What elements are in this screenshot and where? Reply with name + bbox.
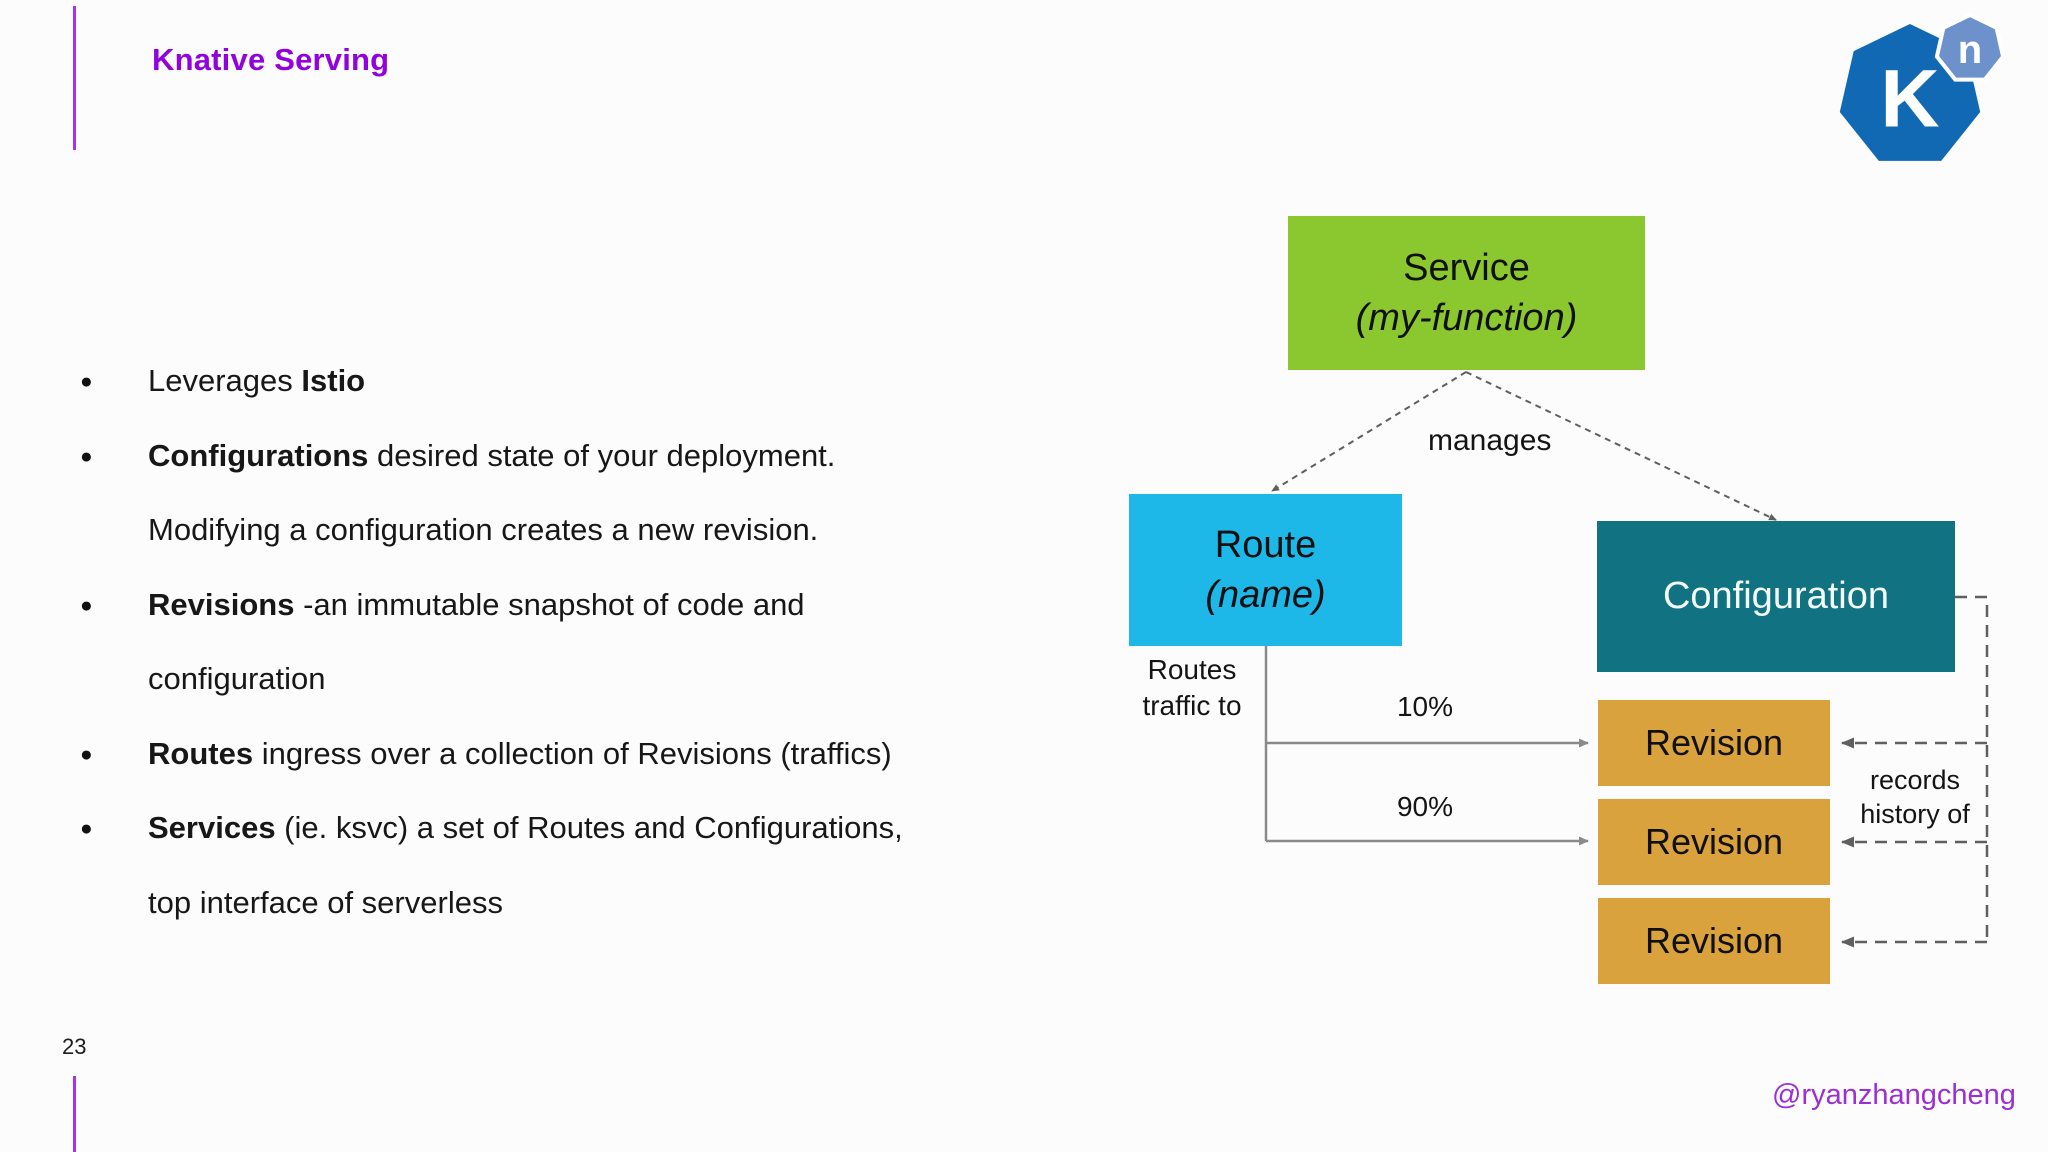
routes-traffic-line1: Routes (1147, 654, 1237, 685)
revision-node-1: Revision (1598, 700, 1830, 786)
knative-logo: K n (1839, 12, 2006, 161)
bullet-routes: Routes ingress over a collection of Revi… (78, 717, 1228, 791)
bullet-text: configuration (148, 661, 326, 696)
manages-label: manages (1428, 424, 1552, 457)
bullet-text: -an immutable snapshot of code and (294, 586, 805, 622)
traffic-90-label: 90% (1396, 791, 1454, 822)
records-history-line2: history of (1860, 799, 1970, 829)
route-node: Route (name) (1129, 494, 1402, 646)
bullet-configurations: Configurations desired state of your dep… (78, 419, 1228, 568)
bullet-revisions: Revisions -an immutable snapshot of code… (78, 568, 1228, 717)
route-node-subtitle: (name) (1205, 574, 1326, 616)
revision-node-3: Revision (1598, 898, 1830, 984)
bullet-text: Leverages (148, 363, 302, 398)
logo-heptagon-small (1934, 12, 2006, 82)
records-history-line1: records (1869, 765, 1961, 795)
bullet-list: Leverages Istio Configurations desired s… (78, 344, 1228, 940)
bullet-text: (ie. ksvc) a set of Routes and Configura… (275, 810, 903, 845)
revision-node-2: Revision (1598, 799, 1830, 885)
bullet-text: desired state of your deployment. (368, 437, 836, 473)
bullet-keyword: Revisions (148, 586, 295, 622)
service-node: Service (my-function) (1288, 216, 1645, 370)
bullet-keyword: Services (148, 810, 276, 845)
bullet-text: top interface of serverless (148, 884, 503, 920)
records-history-label: records history of (1845, 763, 1985, 831)
accent-line-top (73, 6, 76, 150)
slide-title: Knative Serving (152, 42, 390, 77)
bullet-text: ingress over a collection of Revisions (… (253, 735, 892, 771)
routes-traffic-label: Routes traffic to (1126, 652, 1258, 724)
traffic-10-label: 10% (1396, 691, 1454, 722)
service-node-title: Service (1403, 246, 1530, 289)
revision-node-label: Revision (1644, 920, 1784, 962)
revision-node-label: Revision (1644, 821, 1784, 863)
configuration-node: Configuration (1597, 521, 1955, 672)
bullet-keyword: Routes (148, 735, 254, 771)
bullet-keyword: Istio (301, 363, 366, 398)
bullet-services: Services (ie. ksvc) a set of Routes and … (78, 791, 1228, 940)
accent-line-bottom (73, 1076, 76, 1152)
bullet-keyword: Configurations (148, 437, 369, 473)
service-node-subtitle: (my-function) (1355, 297, 1578, 339)
logo-letter-k: K (1880, 54, 1939, 145)
page-number: 23 (62, 1034, 87, 1059)
configuration-node-title: Configuration (1662, 575, 1890, 618)
logo-letter-n: n (1958, 28, 1982, 72)
route-node-title: Route (1214, 523, 1317, 566)
bullet-leverages-istio: Leverages Istio (78, 344, 1228, 419)
author-handle: @ryanzhangcheng (1772, 1079, 2016, 1111)
routes-traffic-line2: traffic to (1142, 690, 1242, 721)
revision-node-label: Revision (1644, 722, 1784, 764)
bullet-text: Modifying a configuration creates a new … (148, 512, 819, 547)
